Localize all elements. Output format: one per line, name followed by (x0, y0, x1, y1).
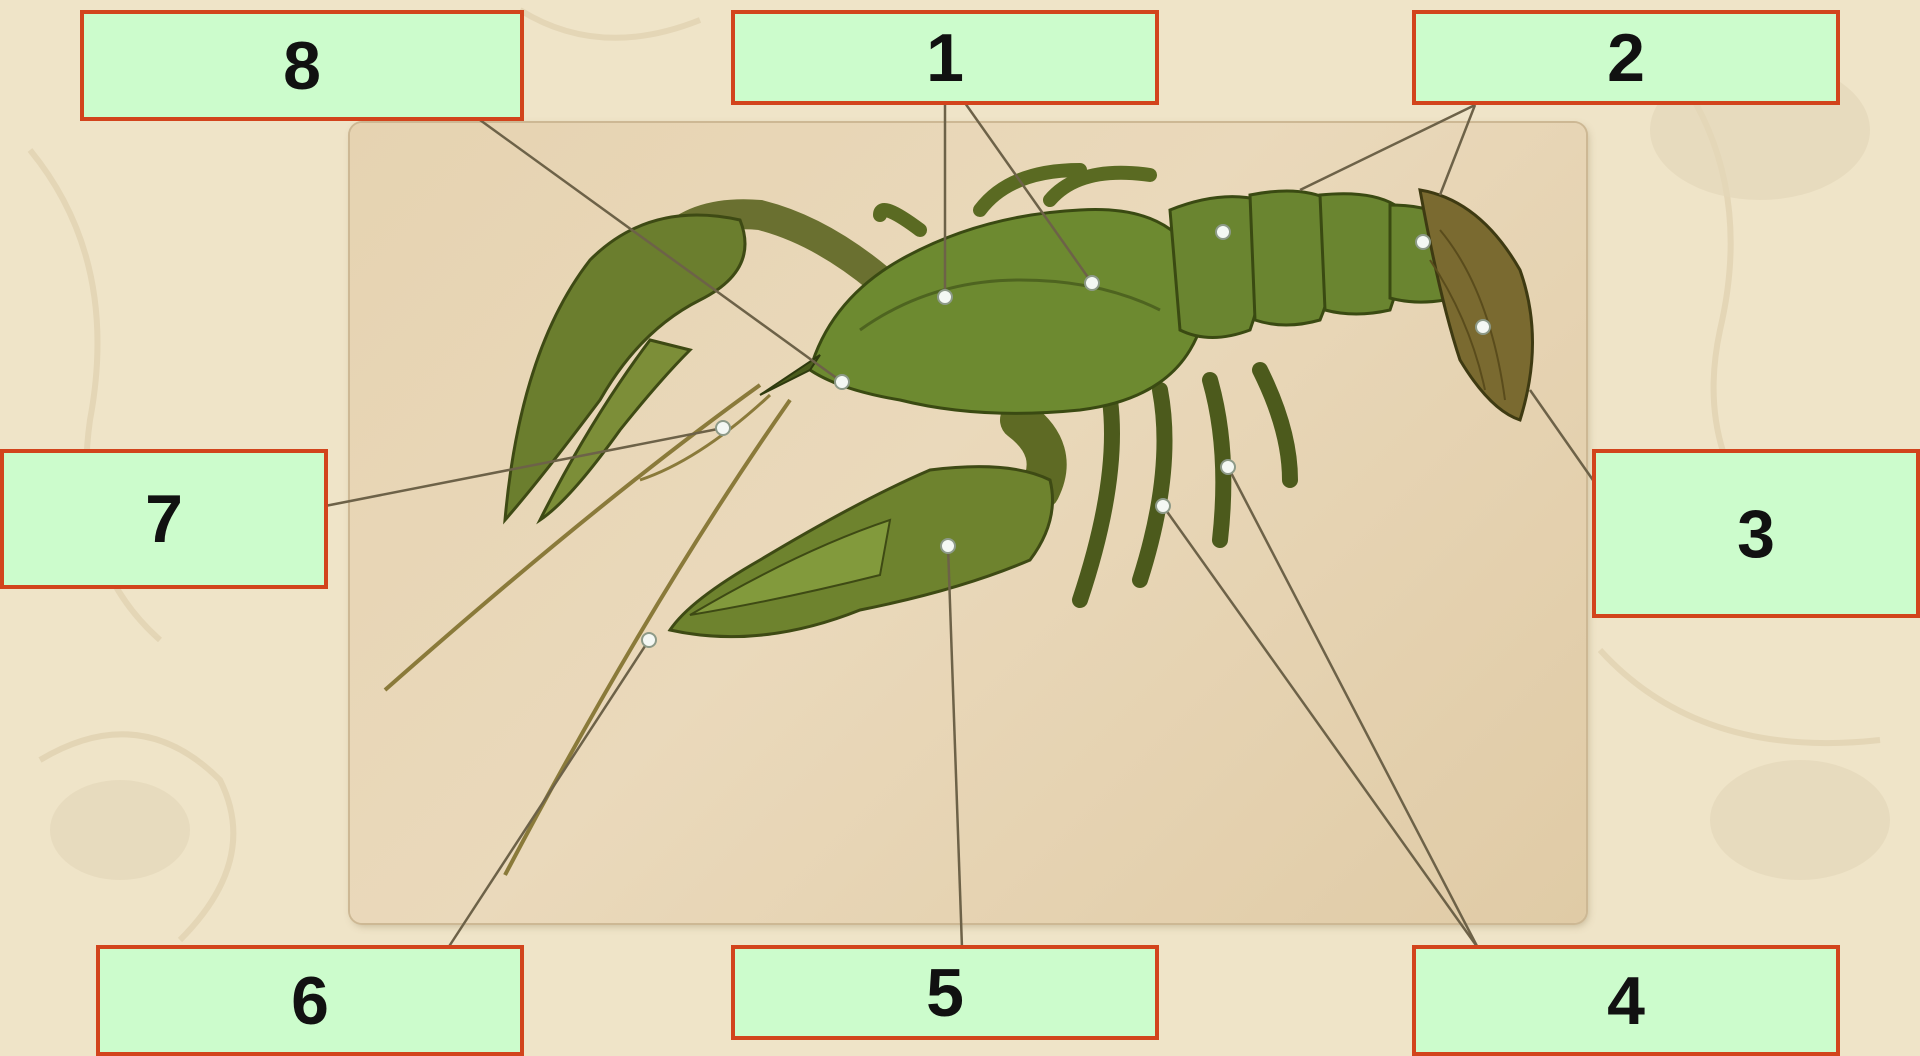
crayfish (385, 170, 1533, 875)
label-box-5: 5 (731, 945, 1159, 1040)
label-box-3: 3 (1592, 449, 1920, 618)
label-box-7: 7 (0, 449, 328, 589)
label-box-6: 6 (96, 945, 524, 1056)
label-box-2: 2 (1412, 10, 1840, 105)
label-box-4: 4 (1412, 945, 1840, 1056)
label-box-1: 1 (731, 10, 1159, 105)
label-box-8: 8 (80, 10, 524, 121)
